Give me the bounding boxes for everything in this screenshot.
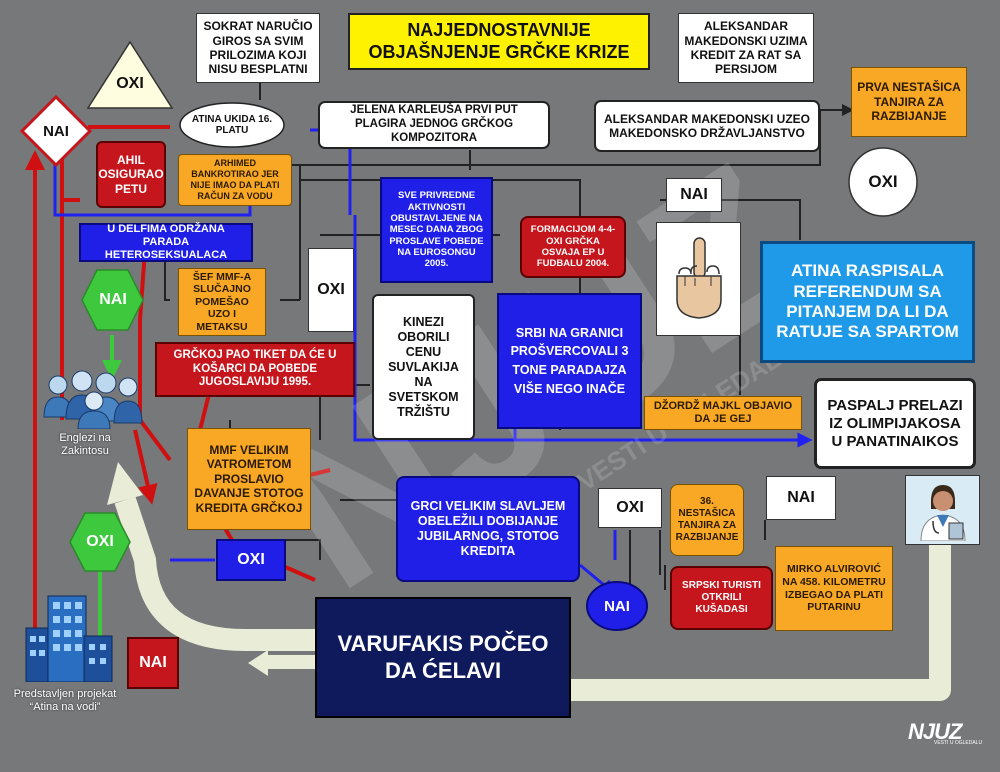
caption-projekat: Predstavljen projekat “Atina na vodi” [13,688,117,714]
node-sokrat: SOKRAT NARUČIO GIROS SA SVIM PRILOZIMA K… [196,13,320,83]
cream-arrowhead-bottom [248,650,268,676]
oxi-circle-right-shape [848,147,918,217]
middle-finger-icon [675,237,722,319]
nai-hexagon-shape [81,269,144,331]
decision-oxi-small: OXI [598,488,662,528]
cream-loop-left [114,496,315,651]
decision-nai-red: NAI [127,637,179,689]
cream-loop-right [545,545,951,701]
node-atina-ukida: ATINA UKIDA 16. PLATU [191,113,273,137]
cream-arrowhead-left [107,462,143,505]
node-srpski-turisti: SRPSKI TURISTI OTKRILI KUŠADASI [670,566,773,630]
node-mirko: MIRKO ALVIROVIĆ NA 458. KILOMETRU IZBEGA… [775,546,893,631]
middle-finger-image [656,222,741,336]
njuz-logo-tagline: VESTI U OGLEDALU [934,740,983,746]
njuz-logo-text: NJUZ [908,719,962,744]
oxi-triangle-shape [86,40,174,109]
node-sef-mmf: ŠEF MMF-a SLUČAJNO POMEŠAO UZO I METAKSU [178,268,266,336]
oxi-hexagon-shape [69,512,131,572]
decision-oxi-hexagon: OXI [86,533,114,550]
node-privredne: SVE PRIVREDNE AKTIVNOSTI OBUSTAVLJENE NA… [380,177,493,283]
node-kinezi: KINEZI OBORILI CENU SUVLAKIJA NA SVETSKO… [372,294,475,440]
njuz-logo: NJUZ VESTI U OGLEDALU [908,720,988,754]
nai-diamond-shape [19,94,93,168]
nai-circle-blue-shape [586,581,648,631]
node-ahil: AHIL OSIGURAO PETU [96,141,166,208]
caption-englezi: Englezi na Zakintosu [59,432,111,458]
node-paspalj: PASPALJ PRELAZI IZ OLIMPIJAKOSA U PANATI… [814,378,976,469]
decision-nai-middle: NAI [666,178,722,212]
node-srbi: SRBI NA GRANICI PROŠVERCOVALI 3 TONE PAR… [497,293,642,429]
doctor-icon [919,485,966,541]
node-dzordz: DŽORDŽ MAJKL OBJAVIO DA JE GEJ [644,396,802,430]
decision-nai-hexagon: NAI [99,291,127,308]
decision-oxi-center: OXI [308,248,354,332]
atina-ukida-oval [179,102,285,148]
decision-oxi-circle-right: OXI [868,172,898,191]
node-aleksandar-kredit: ALEKSANDAR MAKEDONSKI UZIMA KREDIT ZA RA… [678,13,814,83]
node-aleksandar-drzavljanstvo: ALEKSANDAR MAKEDONSKI UZEO MAKEDONSKO DR… [594,100,820,152]
node-varufakis: VARUFAKIS POČEO DA ĆELAVI [315,597,571,718]
node-nestasica-36: 36. NESTAŠICA TANJIRA ZA RAZBIJANJE [670,484,744,556]
doctor-image [905,475,980,545]
node-delfi: U DELFIMA ODRŽANA PARADA HETEROSEKSUALAC… [79,223,253,262]
people-group-icon [43,370,143,429]
title-text: NAJJEDNOSTAVNIJE OBJAŠNJENJE GRČKE KRIZE [368,19,630,62]
node-arhimed: ARHIMED BANKROTIRAO JER NIJE IMAO DA PLA… [178,154,292,206]
decision-oxi-triangle: OXI [116,75,144,92]
decision-nai-diamond: NAI [43,122,69,140]
decision-oxi-blue: OXI [216,539,286,581]
node-referendum: ATINA RASPISALA REFERENDUM SA PITANJEM D… [760,241,975,363]
buildings-icon [25,595,113,682]
node-jelena: JELENA KARLEUŠA PRVI PUT PLAGIRA JEDNOG … [318,101,550,149]
decision-nai-circle-blue: NAI [604,597,630,615]
node-tiket: GRČKOJ PAO TIKET DA ĆE U KOŠARCI DA POBE… [155,342,355,397]
node-prva-nestasica: PRVA NESTAŠICA TANJIRA ZA RAZBIJANJE [851,67,967,137]
title-box: NAJJEDNOSTAVNIJE OBJAŠNJENJE GRČKE KRIZE [348,13,650,70]
node-grci-slavljem: GRCI VELIKIM SLAVLJEM OBELEŽILI DOBIJANJ… [396,476,580,582]
node-formacijom: FORMACIJOM 4-4-OXI GRČKA OSVAJA EP U FUD… [520,216,626,278]
decision-nai-right: NAI [766,476,836,520]
node-mmf-vatromet: MMF VELIKIM VATROMETOM PROSLAVIO DAVANJE… [187,428,311,530]
